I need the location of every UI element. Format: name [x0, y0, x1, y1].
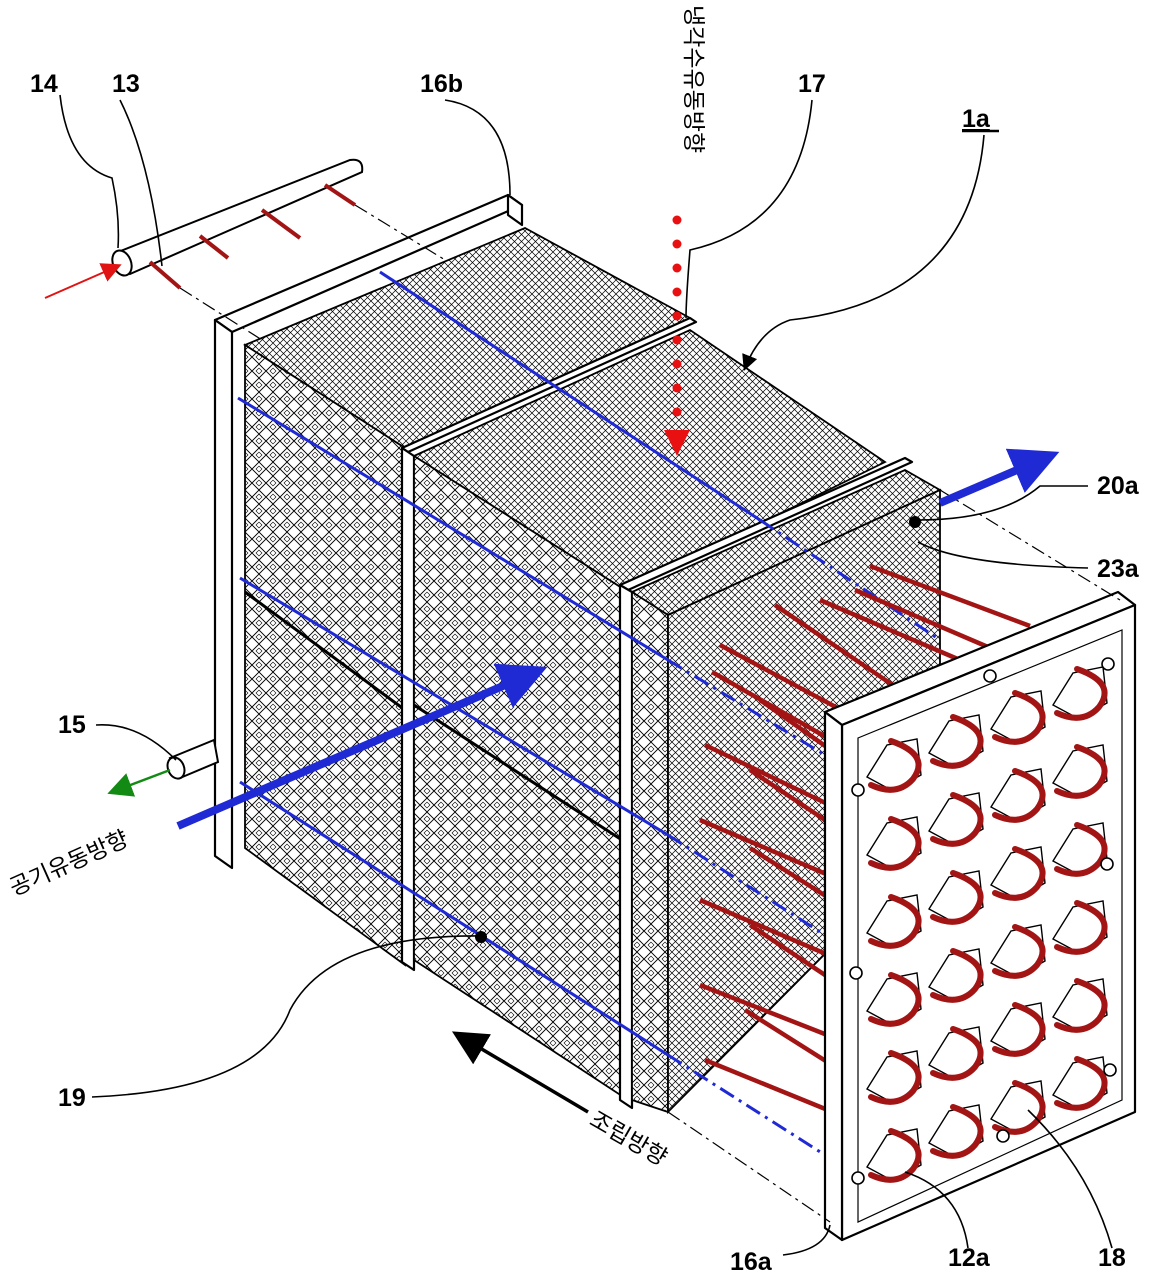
u-bend-tube: [930, 1026, 984, 1081]
u-bend-tube: [992, 1002, 1046, 1057]
figure-id-label: 1a: [962, 105, 991, 133]
air-outlet-arrow: [938, 448, 1060, 507]
u-bend-tube: [1054, 1056, 1108, 1111]
u-bend-tube: [1054, 666, 1108, 721]
cooling-water-flow-dots: [664, 215, 690, 456]
label-23a: 23a: [1097, 555, 1140, 583]
air-flow-label: 공기유동방향: [6, 826, 133, 901]
u-bend-tube: [992, 768, 1046, 823]
u-bend-tube: [992, 690, 1046, 745]
u-bend-tube: [868, 1128, 922, 1183]
core-block-2: [412, 328, 887, 1100]
label-16a: 16a: [730, 1248, 773, 1276]
u-bend-tube: [930, 870, 984, 925]
point-20a: [909, 516, 921, 528]
point-19: [475, 931, 487, 943]
bolt-holes: [849, 657, 1117, 1185]
u-bend-tube: [868, 972, 922, 1027]
u-bend-tube: [1054, 978, 1108, 1033]
coolant-outlet-arrow: [107, 768, 171, 797]
cooling-water-flow-label: 냉각수유동방향: [680, 5, 706, 153]
label-18: 18: [1098, 1244, 1126, 1272]
u-bend-tube: [868, 1050, 922, 1105]
u-bend-tube: [1054, 822, 1108, 877]
label-17: 17: [798, 70, 826, 98]
u-bend-grid-18: [866, 666, 1108, 1183]
outlet-header-pipe: [166, 738, 220, 780]
u-bend-tube: [1054, 744, 1108, 799]
tube-lines: [237, 270, 941, 1157]
assembly-direction-label: 조립방향: [585, 1107, 671, 1172]
u-bend-tube: [930, 948, 984, 1003]
u-bend-tube: [992, 924, 1046, 979]
coolant-inlet-arrow: [44, 263, 122, 299]
label-20a: 20a: [1097, 472, 1140, 500]
label-13: 13: [112, 70, 140, 98]
u-bend-tube: [868, 738, 922, 793]
u-bend-tube: [868, 816, 922, 871]
u-bend-tube: [930, 792, 984, 847]
core-block-3: [630, 468, 942, 1115]
label-19: 19: [58, 1084, 86, 1112]
back-header-plate-16b: [213, 193, 524, 870]
u-bend-tube: [868, 894, 922, 949]
assembly-direction-arrow: [451, 1031, 589, 1114]
u-bend-tube: [992, 1080, 1046, 1135]
label-16b: 16b: [420, 70, 463, 98]
u-bend-tube: [930, 1104, 984, 1159]
label-14: 14: [30, 70, 58, 98]
leader-lines: [59, 94, 1113, 1256]
u-bend-tube: [930, 714, 984, 769]
label-15: 15: [58, 711, 86, 739]
air-flow-arrow: [176, 663, 548, 830]
u-bend-tube: [992, 846, 1046, 901]
separator-plate-1: [400, 316, 698, 972]
u-bend-tube: [1054, 900, 1108, 955]
label-12a: 12a: [948, 1244, 991, 1272]
